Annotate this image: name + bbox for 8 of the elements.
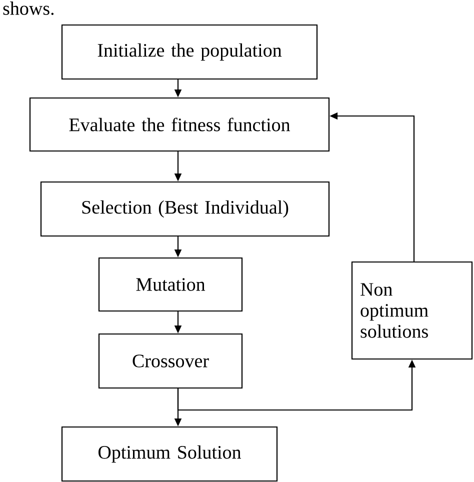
process-box: Non optimum solutions	[351, 261, 473, 360]
process-box: Mutation	[98, 257, 243, 312]
process-box: Crossover	[98, 333, 243, 389]
process-box: Optimum Solution	[61, 426, 278, 482]
process-box: Evaluate the fitness function	[29, 97, 330, 152]
text-fragment: shows.	[3, 2, 54, 15]
process-box: Initialize the population	[61, 24, 318, 80]
process-box: Selection (Best Individual)	[40, 181, 330, 237]
